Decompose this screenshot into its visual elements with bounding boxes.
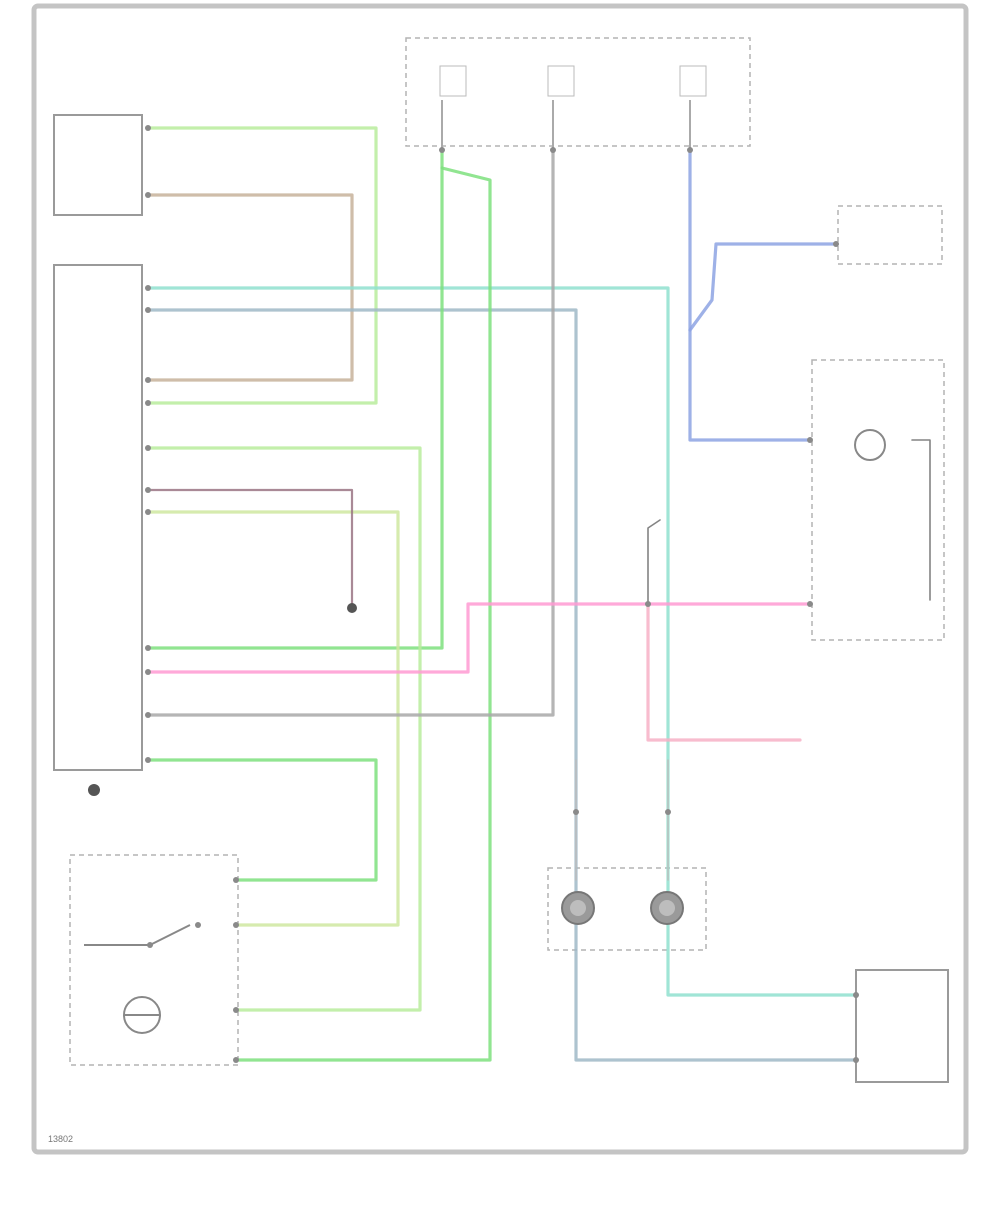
figure-id: 13802 [48, 1134, 73, 1144]
lamp-assembly [547, 867, 707, 951]
lamp-icon [650, 891, 684, 925]
wire-dark-right [911, 439, 931, 601]
lamp-icon [123, 996, 161, 1034]
wire-yellow-green-1 [146, 446, 422, 1012]
diagram-frame [31, 3, 969, 1155]
ground-icon [88, 603, 357, 796]
wire-blue-relay [688, 242, 838, 332]
transmission-control-connector [53, 114, 143, 216]
switch-icon [84, 922, 201, 948]
wire-blue-gray [146, 308, 858, 1062]
lamp-icon [561, 891, 595, 925]
wire-green-fuse [146, 166, 444, 650]
wire-pink [146, 602, 812, 674]
fuse-block-details [439, 65, 707, 150]
connector-pin-icon [145, 125, 859, 1063]
wire-blue [688, 148, 812, 442]
wire-green-top-loop [146, 126, 378, 405]
wire-yellow-green-2 [146, 510, 400, 927]
wire-green-bottom [146, 758, 378, 882]
wire-gray [146, 148, 555, 717]
lower-switch-module [69, 854, 239, 1066]
wire-light-pink [646, 602, 802, 742]
fuse-block [405, 37, 751, 147]
wire-dark [647, 519, 661, 605]
lower-right-connector [855, 969, 949, 1083]
control-module-connector [53, 264, 143, 771]
lamp-icon [854, 429, 886, 461]
relay-box [837, 205, 943, 265]
wire-green-long [234, 148, 492, 1062]
switch-cluster [811, 359, 945, 641]
wire-maroon [146, 488, 354, 607]
wire-cyan [146, 286, 858, 997]
